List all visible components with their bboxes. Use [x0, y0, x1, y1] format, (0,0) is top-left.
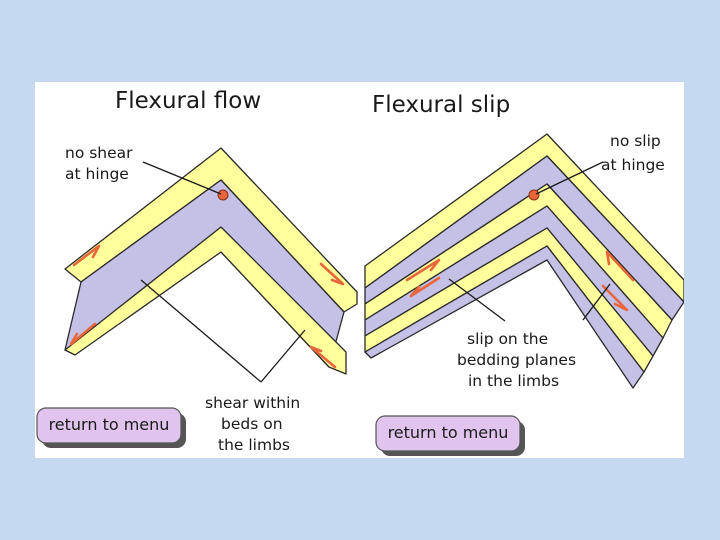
slip-limb-pointer-left — [448, 278, 506, 322]
flow-hinge-label: no shear at hinge — [65, 144, 137, 183]
flow-shear-arrow-upper-right — [319, 262, 345, 286]
flow-hinge-pointer — [142, 161, 222, 195]
slip-arrow-left-lower — [409, 276, 441, 298]
slip-hinge-dot — [528, 189, 540, 201]
return-to-menu-button-left[interactable]: return to menu — [36, 407, 186, 448]
flexural-slip-diagram: Flexural slip no slip at hinge — [364, 92, 684, 456]
slip-hinge-label: no slip at hinge — [601, 132, 666, 174]
flow-limb-pointer-left — [140, 279, 262, 383]
slip-arrow-right-lower — [601, 284, 629, 312]
return-to-menu-button-right[interactable]: return to menu — [375, 415, 525, 456]
return-to-menu-label-right: return to menu — [388, 423, 509, 442]
slip-layer-6 — [364, 245, 645, 389]
slip-limb-pointer-right — [582, 283, 611, 321]
flow-shear-arrow-lower-left — [69, 322, 97, 346]
slip-limb-label: slip on the bedding planes in the limbs — [457, 330, 581, 390]
flow-limb-label: shear within beds on the limbs — [205, 394, 305, 454]
flow-shear-arrow-lower-right — [309, 345, 337, 369]
slip-arrow-left-upper — [405, 258, 441, 282]
return-to-menu-label-left: return to menu — [49, 415, 170, 434]
flow-hinge-dot — [217, 189, 229, 201]
flexural-flow-title: Flexural flow — [115, 88, 261, 114]
flexural-slip-title: Flexural slip — [372, 92, 510, 118]
slip-arrow-right-upper — [605, 250, 635, 282]
flow-shear-arrow-upper-left — [72, 244, 101, 267]
slip-hinge-pointer — [535, 161, 604, 195]
flow-limb-pointer-right — [260, 329, 306, 383]
flow-inner-layer — [64, 226, 347, 375]
diagram-panel: Flexural flow no shear at hinge — [35, 82, 684, 458]
flexural-flow-diagram: Flexural flow no shear at hinge — [36, 88, 358, 454]
